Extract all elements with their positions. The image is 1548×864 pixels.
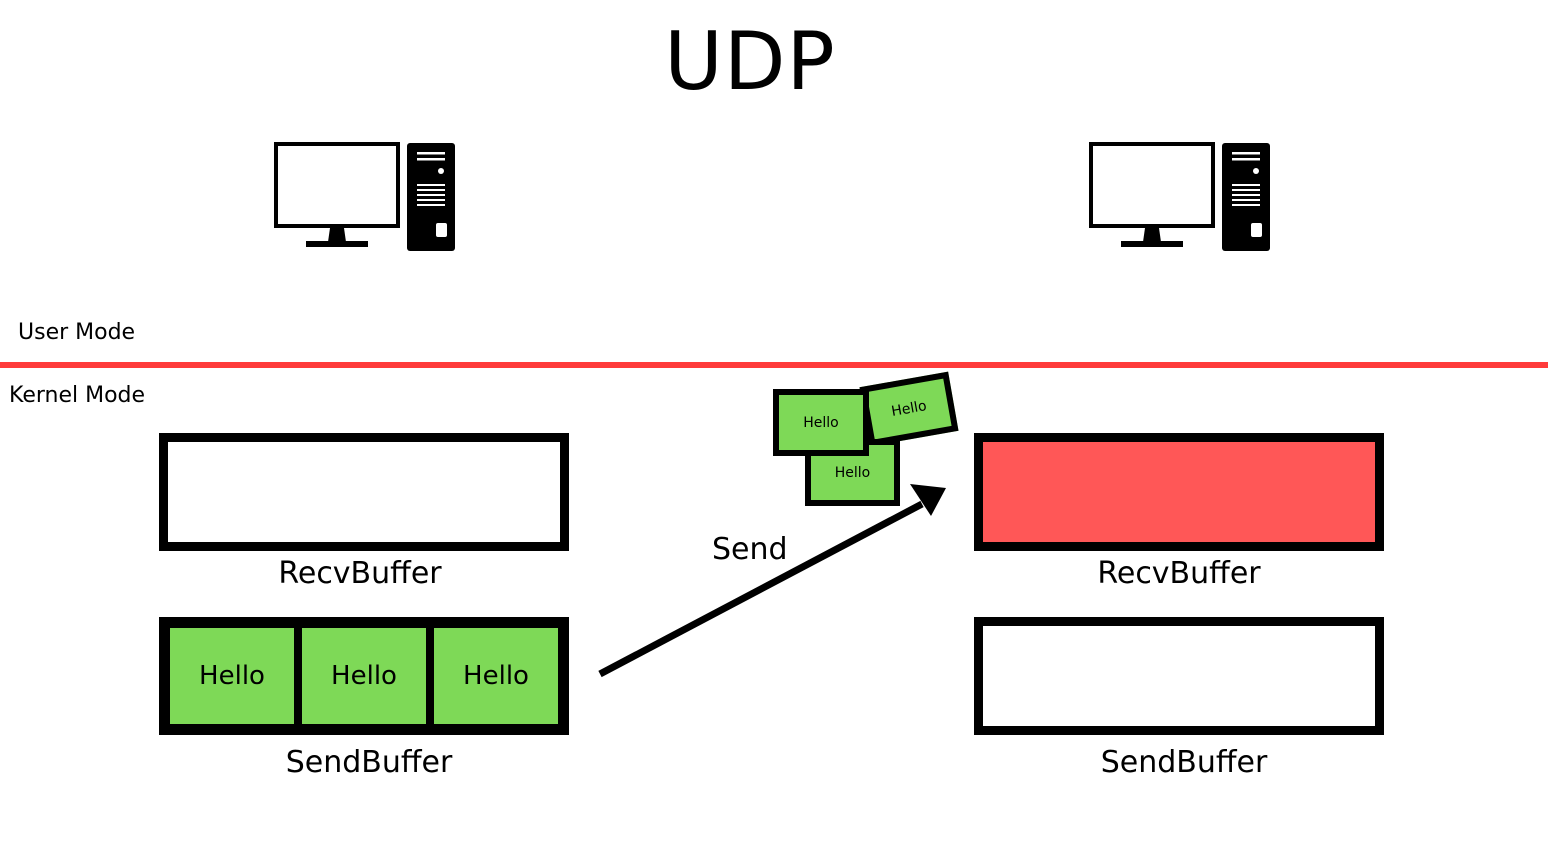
in-flight-packet: Hello [859, 371, 959, 447]
kernel-mode-label: Kernel Mode [9, 383, 146, 408]
user-mode-label: User Mode [18, 320, 136, 345]
send-buffer-packet: Hello [300, 626, 428, 726]
desktop-computer-icon [1089, 142, 1270, 251]
desktop-computer-icon [274, 142, 455, 251]
user-kernel-divider [0, 362, 1548, 368]
diagram-title: UDP [664, 15, 836, 108]
left-send-buffer-label: SendBuffer [285, 745, 453, 780]
left-recv-buffer-label: RecvBuffer [278, 556, 442, 591]
in-flight-packet: Hello [773, 389, 869, 456]
right-send-buffer-label: SendBuffer [1100, 745, 1268, 780]
send-buffer-packet: Hello [432, 626, 560, 726]
send-label: Send [712, 532, 788, 567]
left-recv-buffer [159, 433, 569, 551]
right-recv-buffer-label: RecvBuffer [1097, 556, 1261, 591]
send-arrow-icon [598, 484, 946, 678]
send-buffer-packet: Hello [168, 626, 296, 726]
right-send-buffer [974, 617, 1384, 735]
left-send-buffer: Hello Hello Hello [159, 617, 569, 735]
right-recv-buffer [974, 433, 1384, 551]
